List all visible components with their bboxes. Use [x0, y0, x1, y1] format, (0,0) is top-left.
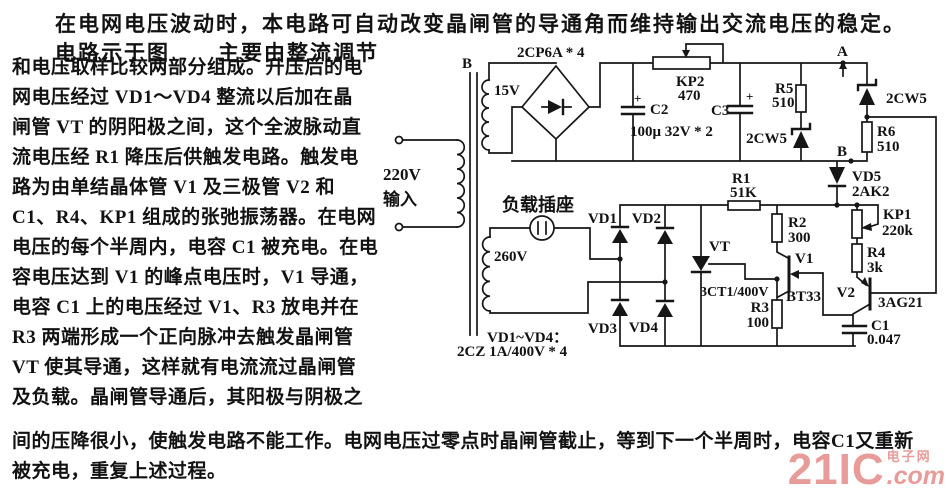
secondary-260v-winding: [481, 236, 491, 312]
label-c1: C1: [871, 318, 889, 334]
socket-icon: [529, 215, 555, 241]
paragraph-fragment: 电路示于图: [55, 41, 170, 65]
kp2-wiper-arrow-icon: [682, 50, 690, 58]
label-v1: V1: [795, 251, 813, 267]
paragraph-fragment: 主要由整流调节: [218, 41, 379, 65]
resistor-r1: [727, 200, 761, 211]
potentiometer-kp2: [652, 56, 711, 70]
label-kp1-value: 220k: [882, 223, 914, 239]
label-vt: VT: [709, 239, 730, 255]
label-15v: 15V: [494, 83, 520, 99]
label-r4-value: 3k: [867, 260, 884, 276]
arrows-and-nodes: [617, 50, 872, 285]
label-vd1: VD1: [588, 211, 617, 227]
paragraph-line: 电容 C1 上的电压经过 V1、R3 放电并在: [12, 297, 360, 318]
label-v2-type: 3AG21: [878, 295, 923, 311]
label-vt-type: 3CT1/400V: [700, 285, 768, 300]
bridge-rectifier: [520, 64, 591, 141]
label-zener-right: 2CW5: [886, 91, 927, 107]
resistor-r6: [861, 121, 873, 153]
paragraph-line: VT 使其导通，这样就有电流流过晶闸管: [12, 357, 357, 378]
label-vd4: VD4: [629, 320, 659, 336]
paragraph-line: 网电压经过 VD1～VD4 整流以后加在晶: [12, 87, 353, 108]
label-c3: C3: [711, 103, 729, 119]
circuit-labels: B 2CP6A * 4 15V 220V 输入 KP2 470 + C2 100…: [383, 44, 927, 360]
label-r2-value: 300: [788, 230, 811, 246]
label-point-a: A: [837, 44, 848, 60]
terminal-icon: [394, 222, 404, 232]
circuit-wires: [401, 43, 937, 347]
thyristor-vt: [692, 256, 710, 271]
label-vd2: VD2: [632, 211, 661, 227]
label-r1: R1: [732, 171, 750, 187]
label-v1-type: BT33: [786, 289, 821, 305]
label-c1-value: 0.047: [867, 332, 901, 348]
label-r2: R2: [788, 215, 806, 231]
paragraph-line: 路为由单结晶体管 V1 及三极管 V2 和: [12, 177, 335, 198]
label-r6: R6: [877, 124, 896, 140]
watermark-brand: 21IC: [787, 444, 885, 491]
paragraph-column: 和电压取样比较两部分组成。升压后的电 网电压经过 VD1～VD4 整流以后加在晶…: [12, 53, 378, 413]
paragraph-line: R3 两端形成一个正向脉冲去触发晶闸管: [12, 327, 354, 348]
label-input: 输入: [383, 189, 417, 209]
label-vd3: VD3: [588, 321, 617, 337]
paragraph-line: C1、R4、KP1 组成的张弛振荡器。在电网: [12, 207, 377, 228]
paragraph-line: 间的压降很小，使触发电路不能工作。电网电压过零点时晶闸管截止，等到下一个半周时，…: [12, 431, 914, 452]
watermark-domain: .com: [886, 461, 945, 490]
terminal-icon: [394, 135, 404, 145]
paragraph-line: 容电压达到 V1 的峰点电压时，V1 导通，: [12, 267, 369, 288]
label-load-socket: 负载插座: [502, 194, 574, 215]
label-c2: C2: [650, 102, 668, 118]
paragraph-line: 闸管 VT 的阴阳极之间，这个全波脉动直: [12, 117, 362, 138]
input-terminals: [394, 135, 404, 232]
label-vd5-type: 2AK2: [852, 184, 890, 200]
label-b-top: B: [462, 56, 472, 72]
primary-winding: [456, 139, 466, 228]
resistors: [652, 56, 873, 329]
transistors: [787, 255, 872, 311]
label-r1-value: 51K: [730, 185, 757, 201]
label-point-b: B: [837, 144, 847, 160]
label-vd5: VD5: [852, 169, 881, 185]
label-r3-value: 100: [747, 315, 770, 331]
paragraph-line: 在电网电压波动时，本电路可自动改变晶闸管的导通角而维持输出交流电压的稳定。: [55, 12, 906, 36]
label-zener-left: 2CW5: [746, 131, 787, 147]
label-v2: V2: [837, 285, 855, 301]
label-caption-1: VD1~VD4：: [487, 330, 568, 346]
resistor-r4: [851, 243, 863, 273]
watermark-tag: 电子网: [886, 448, 932, 464]
label-kp1: KP1: [883, 207, 911, 223]
paragraph-line: 及负载。晶闸管导通后，其阳极与阴极之: [12, 387, 364, 408]
label-r5: R5: [775, 81, 793, 97]
label-r5-value: 510: [772, 95, 795, 111]
paragraph-line: 被充电，重复上述过程。: [12, 461, 227, 482]
diodes: [610, 78, 878, 317]
kp1-wiper-arrow-icon: [861, 223, 872, 231]
resistor-r2: [771, 213, 783, 243]
label-c3-polarity: +: [746, 89, 753, 104]
label-kp2: KP2: [676, 74, 704, 90]
paragraph-line: 流电压经 R1 降压后供触发电路。触发电: [12, 147, 359, 168]
label-260v: 260V: [494, 249, 528, 265]
potentiometer-kp1: [851, 209, 863, 239]
paragraph-line: 电压的每个半周内，电容 C1 被充电。在电: [12, 237, 379, 258]
capacitors: [620, 104, 868, 335]
paragraph-line: 电路示于图 主要由整流调节: [55, 37, 379, 67]
label-220v: 220V: [383, 165, 422, 184]
label-r4: R4: [867, 245, 886, 261]
label-caption-2: 2CZ 1A/400V * 4: [457, 344, 568, 360]
label-cap-value: 100μ 32V * 2: [630, 124, 713, 140]
label-kp2-value: 470: [678, 88, 701, 104]
paragraph-line: 和电压取样比较两部分组成。升压后的电: [12, 57, 364, 78]
label-r3: R3: [751, 300, 769, 316]
resistor-r5: [795, 84, 807, 113]
label-r6-value: 510: [877, 139, 900, 155]
secondary-15v-winding: [481, 79, 490, 151]
label-bridge-type: 2CP6A * 4: [517, 45, 585, 61]
resistor-r3: [771, 299, 783, 329]
load-socket: [529, 215, 555, 241]
watermark: 21IC 电子网 .com: [787, 444, 945, 491]
label-c2-polarity: +: [634, 91, 641, 106]
